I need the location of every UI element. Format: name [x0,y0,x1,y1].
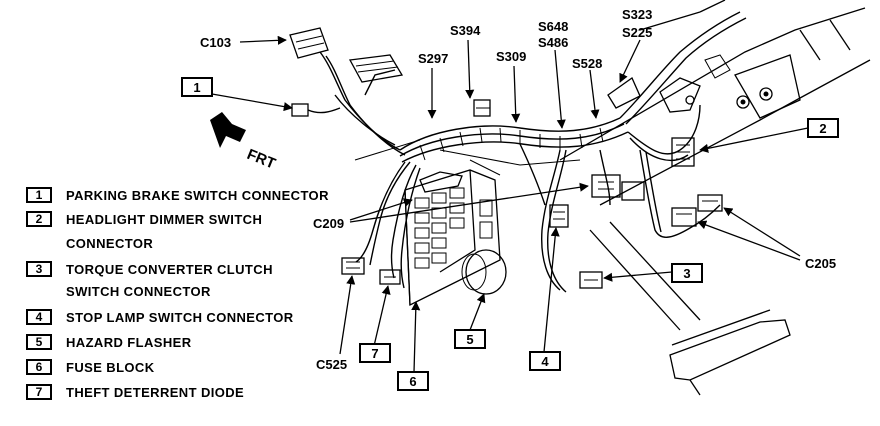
leader-lines [211,35,809,373]
svg-text:2: 2 [819,121,826,136]
legend-number: 4 [26,309,52,325]
svg-text:3: 3 [683,266,690,281]
label-s486: S486 [538,35,568,50]
splice-s394 [473,99,491,117]
label-c209: C209 [313,216,344,231]
stop-lamp-connector [549,204,569,228]
brake-pedal [589,221,791,396]
callout-2: 2 [807,118,839,138]
legend-number: 1 [26,187,52,203]
direction-label: FRT [245,146,278,173]
legend-item-1: 1 PARKING BRAKE SWITCH CONNECTOR [26,184,329,206]
steering-column [559,0,871,206]
svg-text:5: 5 [466,332,473,347]
legend-item-2: 2 HEADLIGHT DIMMER SWITCH [26,208,262,230]
circuit-labels: C103 S394 S297 S309 S648 S486 S528 S323 … [200,7,836,372]
legend-number: 5 [26,334,52,350]
legend-text: HAZARD FLASHER [66,334,192,350]
callout-4: 4 [529,351,561,371]
label-s323: S323 [622,7,652,22]
legend-text: TORQUE CONVERTER CLUTCH [66,261,273,277]
label-s528: S528 [572,56,602,71]
svg-text:7: 7 [371,346,378,361]
callout-5: 5 [454,329,486,349]
svg-text:1: 1 [193,80,200,95]
c103-connector [289,27,329,59]
legend-number: 6 [26,359,52,375]
legend-number: 7 [26,384,52,400]
legend-item-7: 7 THEFT DETERRENT DIODE [26,381,244,403]
c205-connectors [671,194,723,227]
label-s394: S394 [450,23,481,38]
hazard-flasher [461,249,507,295]
parking-brake-connector [291,103,341,117]
dash-panel [354,139,581,176]
callout-6: 6 [397,371,429,391]
legend-item-5: 5 HAZARD FLASHER [26,331,191,353]
svg-text:4: 4 [541,354,549,369]
dimmer-switch-connector [671,137,695,167]
label-c103: C103 [200,35,231,50]
legend-item-3: 3 TORQUE CONVERTER CLUTCH [26,258,273,280]
c525-connector [341,257,365,275]
label-s225: S225 [622,25,652,40]
legend-continuation: SWITCH CONNECTOR [66,284,211,299]
front-direction-arrow: FRT [210,112,278,173]
label-s297: S297 [418,51,448,66]
callout-1: 1 [181,77,213,97]
callout-3: 3 [671,263,703,283]
tcc-connector [579,271,603,289]
legend-text: STOP LAMP SWITCH CONNECTOR [66,309,294,325]
legend-text: FUSE BLOCK [66,359,155,375]
svg-text:6: 6 [409,374,416,389]
main-harness [319,11,747,293]
legend-text: HEADLIGHT DIMMER SWITCH [66,211,263,227]
legend-item-4: 4 STOP LAMP SWITCH CONNECTOR [26,306,294,328]
legend-item-6: 6 FUSE BLOCK [26,356,155,378]
callout-7: 7 [359,343,391,363]
fuse-block [404,169,501,307]
legend-continuation: CONNECTOR [66,236,154,251]
label-c205: C205 [805,256,836,271]
label-c525: C525 [316,357,347,372]
c209-connector [591,174,645,201]
legend-text: THEFT DETERRENT DIODE [66,384,245,400]
label-s648: S648 [538,19,568,34]
legend-number: 2 [26,211,52,227]
theft-diode [379,269,401,285]
label-s309: S309 [496,49,526,64]
legend-text: PARKING BRAKE SWITCH CONNECTOR [66,187,329,203]
legend-number: 3 [26,261,52,277]
